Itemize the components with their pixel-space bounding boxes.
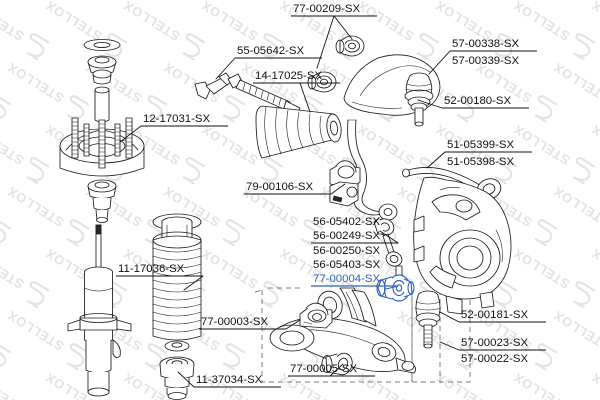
part-lower-arm-rear-bushing-highlighted (376, 274, 415, 302)
bellows-ribs (152, 247, 202, 333)
part-upper-ball-joint (404, 72, 434, 127)
part-number-label[interactable]: 57-00022-SX (461, 353, 529, 365)
part-number-label[interactable]: 14-17025-SX (255, 70, 323, 82)
part-number-label[interactable]: 56-05402-SX (313, 216, 381, 228)
part-number-label[interactable]: 52-00180-SX (444, 95, 512, 107)
leader-line (299, 82, 311, 113)
part-lower-arm-front-bushing (299, 302, 333, 329)
part-steering-rack-boot (255, 105, 342, 159)
part-number-label[interactable]: 56-00250-SX (313, 245, 381, 257)
part-stabilizer-bar (347, 119, 398, 221)
part-stabilizer-bar-bracket (329, 160, 361, 207)
leader-lines (119, 15, 460, 388)
part-number-label[interactable]: 77-00003-SX (201, 316, 269, 328)
part-number-label[interactable]: 56-05403-SX (313, 259, 381, 271)
part-number-label[interactable]: 77-00209-SX (293, 3, 361, 15)
part-number-label[interactable]: 57-00023-SX (461, 337, 529, 349)
leader-line (330, 183, 346, 195)
leader-line (183, 275, 204, 291)
leader-line (285, 319, 301, 330)
part-number-label[interactable]: 11-17036-SX (118, 263, 185, 275)
part-number-label[interactable]: 57-00339-SX (452, 55, 520, 67)
leader-line (215, 57, 236, 80)
rack-boot-ribs (264, 106, 325, 158)
part-number-label[interactable]: 52-00181-SX (461, 309, 529, 321)
leader-line (177, 371, 195, 388)
part-number-label[interactable]: 12-17031-SX (143, 113, 211, 125)
leader-line (119, 125, 142, 143)
part-upper-control-arm (307, 35, 441, 127)
leader-line (439, 341, 460, 351)
leader-line (329, 363, 344, 377)
upper-arm-bushing-front (335, 35, 365, 57)
leader-line (428, 50, 451, 75)
part-number-label[interactable]: 79-00106-SX (246, 181, 314, 193)
part-shock-absorber-strut (67, 224, 132, 397)
part-dust-boot-bellows (152, 213, 202, 352)
ball-joint-boot-ribs (405, 83, 433, 92)
part-number-label[interactable]: 51-05399-SX (447, 139, 515, 151)
leader-line (439, 311, 460, 323)
part-stabilizer-link (373, 217, 403, 277)
part-steering-knuckle (413, 176, 512, 315)
part-number-labels: 77-00209-SX 55-05642-SX 14-17025-SX 57-0033… (116, 3, 546, 388)
part-strut-mount-assembly (59, 39, 145, 223)
part-number-label[interactable]: 57-00338-SX (452, 38, 520, 50)
leader-line (316, 15, 335, 69)
leader-line (426, 151, 446, 169)
leader-line (379, 230, 399, 244)
leader-line (417, 99, 443, 109)
part-number-label[interactable]: 56-00249-SX (313, 230, 381, 242)
mount-studs (71, 117, 133, 169)
part-number-label[interactable]: 11-37034-SX (196, 374, 263, 386)
leader-line (333, 15, 353, 40)
part-number-label[interactable]: 51-05398-SX (447, 156, 515, 168)
part-lower-ball-joint (414, 290, 442, 349)
part-number-label[interactable]: 77-00004-SX (313, 273, 381, 285)
part-number-label[interactable]: 55-05642-SX (237, 45, 305, 57)
part-number-label[interactable]: 77-00005-SX (290, 363, 358, 375)
